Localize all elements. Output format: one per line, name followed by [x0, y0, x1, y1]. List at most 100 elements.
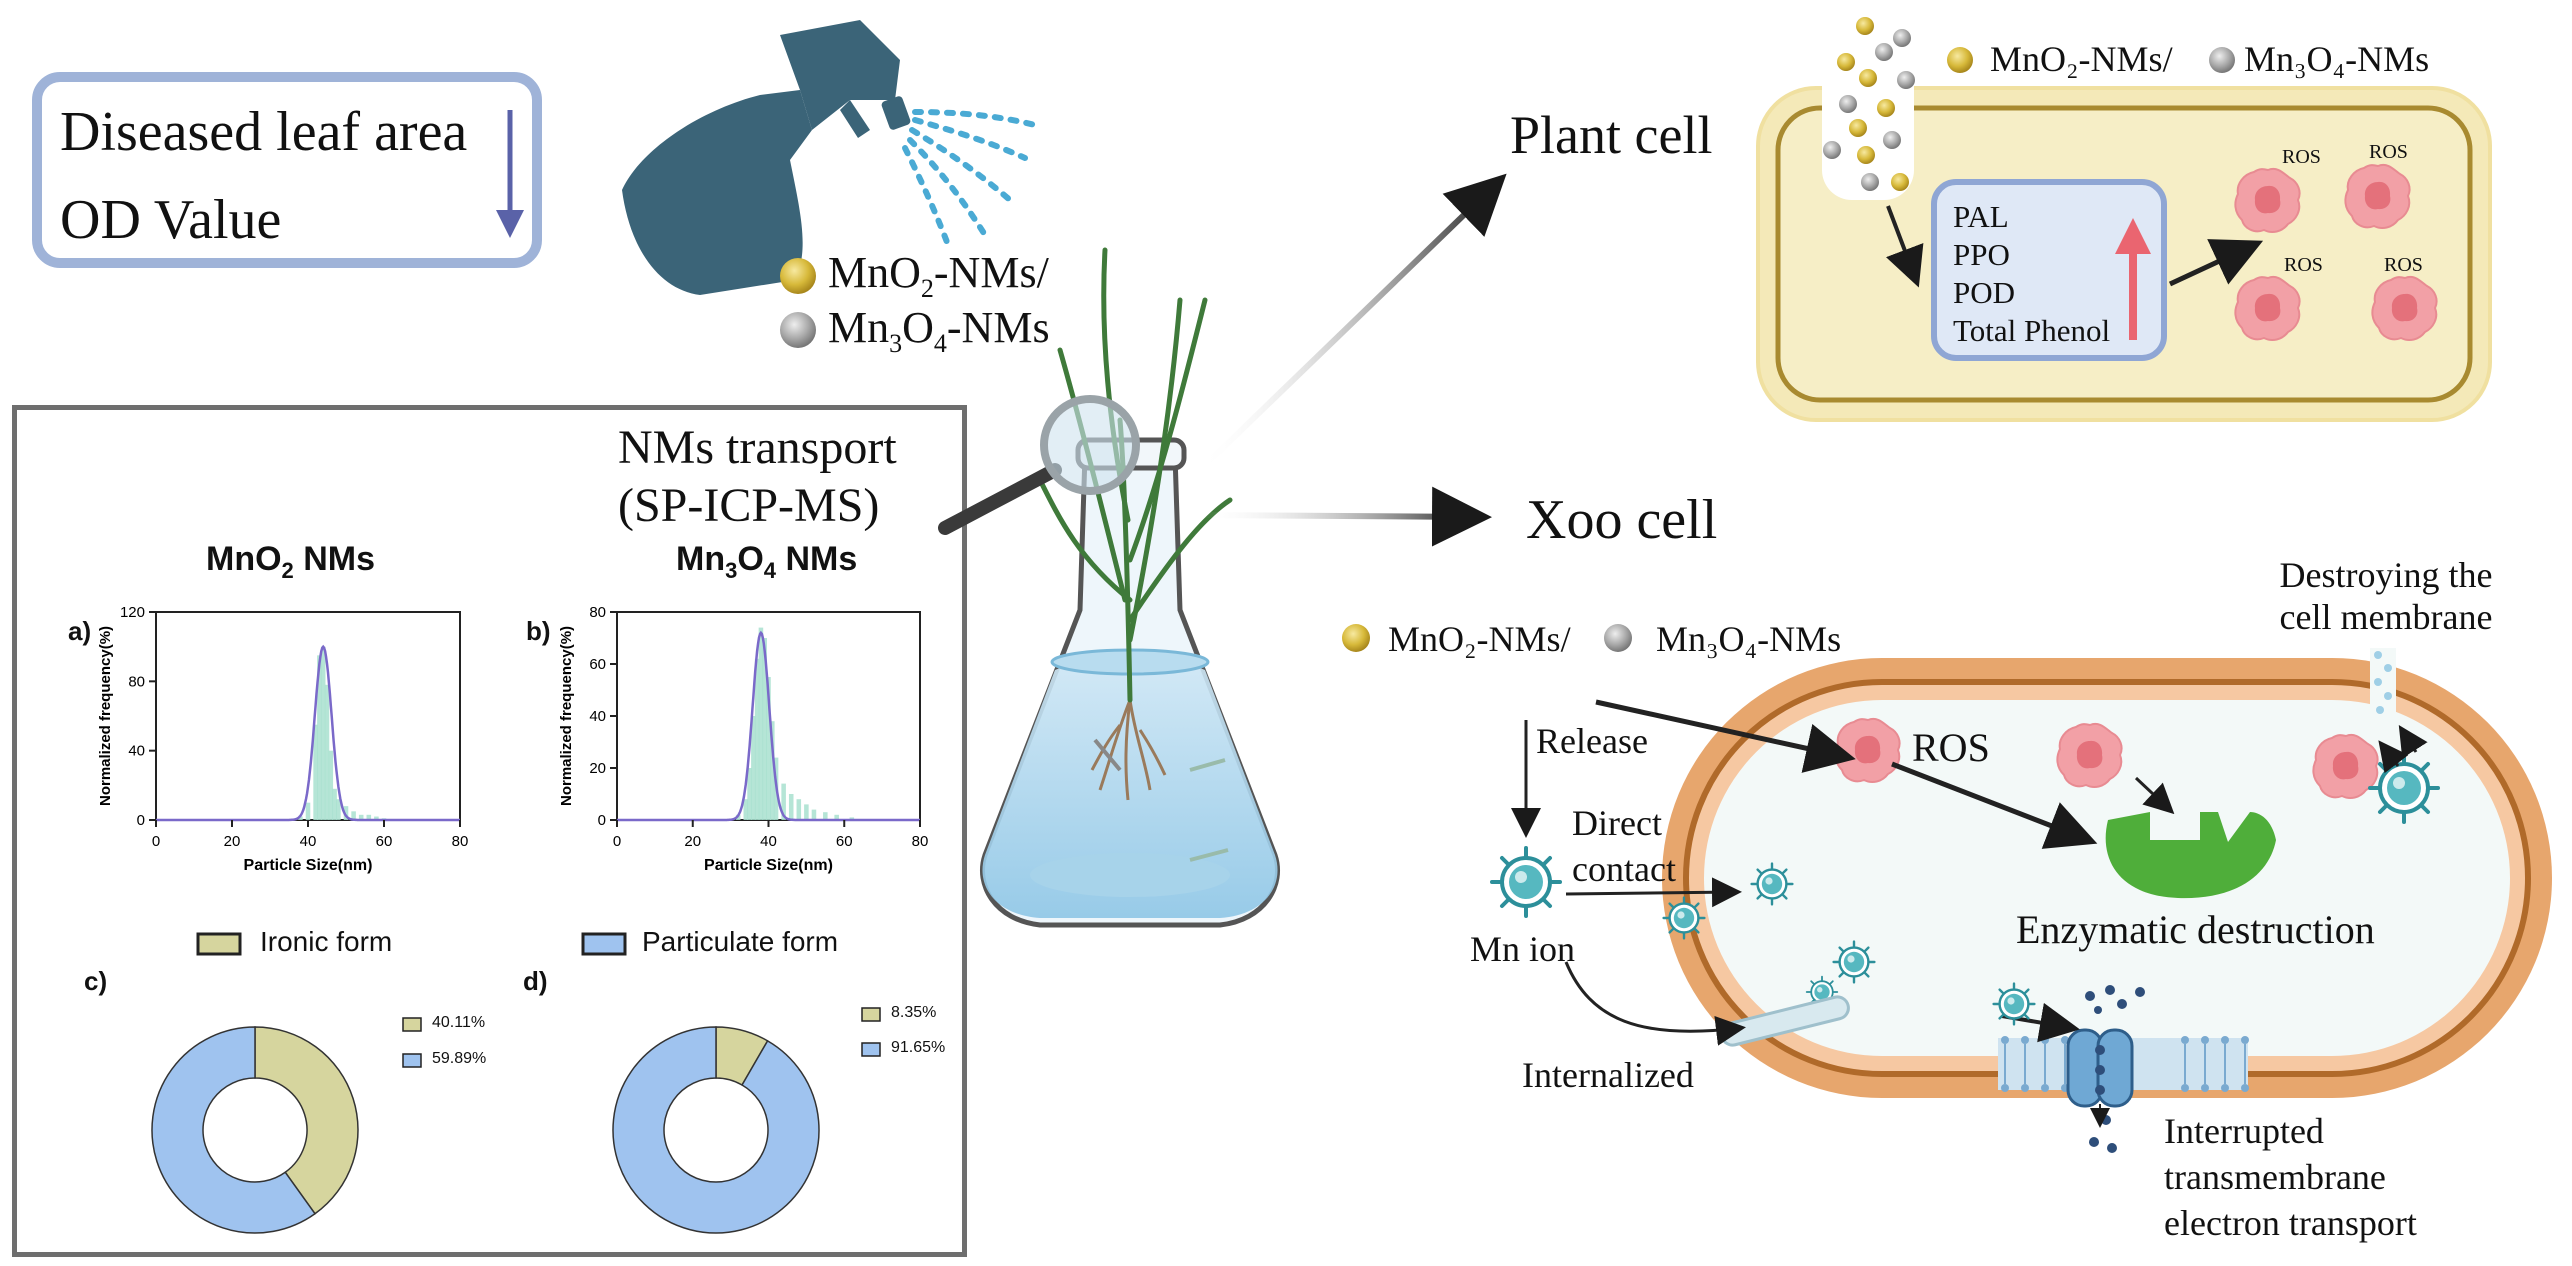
x-tick-label: 40: [300, 833, 317, 850]
hist-bar: [834, 814, 839, 820]
destroying-membrane-line-1: Destroying the: [2279, 555, 2493, 595]
hist-bar: [762, 638, 767, 820]
hist-bar: [351, 811, 356, 820]
xoo-legend-mno2-icon: [1342, 624, 1370, 652]
plant-legend-mno2-icon: [1947, 47, 1973, 73]
x-tick-label: 20: [684, 833, 701, 850]
plant-legend-mn3o4: Mn₃O₄-NMs: [2244, 39, 2430, 79]
hist-bar: [766, 677, 771, 820]
hist-bar: [823, 812, 828, 820]
hist-bar: [811, 809, 817, 820]
xoo-ros-label: ROS: [1912, 725, 1990, 770]
hist-bar: [849, 817, 855, 820]
y-axis-label: Normalized frequency(%): [97, 626, 114, 806]
pie-d-value-1: 8.35%: [891, 1004, 937, 1021]
mn-ion-label: Mn ion: [1470, 929, 1576, 969]
hist-bar: [796, 799, 802, 820]
fit-curve: [617, 630, 920, 822]
donut-mn3o4: [612, 1026, 820, 1234]
legend-c-particulate-swatch: [402, 1053, 422, 1068]
arrow-to-plant-cell: [1197, 173, 1507, 473]
hist-bar: [366, 814, 372, 820]
legend-d-ionic-swatch: [861, 1007, 881, 1022]
hist-bar: [298, 816, 303, 820]
xoo-legend-mn3o4-icon: [1604, 624, 1632, 652]
x-tick-label: 80: [912, 833, 929, 850]
mno2-particle-icon: [780, 258, 816, 294]
destroying-membrane-line-2: cell membrane: [2279, 597, 2493, 637]
plant-legend-mno2: MnO₂-NMs/: [1990, 39, 2173, 79]
chart-a-title: MnO2 NMs: [206, 540, 376, 583]
marker-pod: POD: [1953, 275, 2016, 310]
electron-transport-line-1: Interrupted: [2164, 1111, 2324, 1151]
increase-arrow-icon: [2115, 218, 2151, 340]
x-tick-label: 0: [152, 833, 160, 850]
plant-cell-particles: [1823, 17, 1915, 191]
outcome-od-value: OD Value: [60, 189, 282, 251]
y-tick-label: 40: [589, 708, 606, 725]
plant-markers-list: PAL PPO POD Total Phenol: [1953, 198, 2110, 350]
pie-d-value-2: 91.65%: [891, 1039, 946, 1056]
destroying-membrane-label: Destroying the cell membrane: [2254, 554, 2518, 638]
electron-transport-line-3: electron transport: [2164, 1203, 2417, 1243]
y-tick-label: 0: [137, 812, 145, 829]
panel-label-a: a): [68, 616, 92, 646]
hist-bar: [770, 721, 775, 820]
sp-icp-ms-label: (SP-ICP-MS): [618, 479, 880, 532]
x-axis-label: Particle Size(nm): [244, 857, 373, 874]
donut-slice: [254, 1026, 359, 1215]
hist-bar: [313, 724, 318, 820]
panel-label-b: b): [526, 616, 551, 646]
direct-contact-label-1: Direct: [1572, 803, 1662, 843]
spray-mn3o4-label: Mn3O4-NMs: [828, 303, 1050, 358]
enzyme-icon: [2105, 812, 2276, 899]
electron-transport-label: Interrupted transmembrane electron trans…: [2164, 1108, 2417, 1246]
plant-ros-label-4: ROS: [2384, 254, 2423, 276]
mn3o4-particle-icon: [780, 312, 816, 348]
hist-bar: [328, 750, 334, 820]
legend-ionic-swatch: [196, 932, 242, 956]
y-tick-label: 80: [128, 673, 145, 690]
plant-ros-label-3: ROS: [2284, 254, 2323, 276]
hist-bar: [374, 816, 379, 820]
x-tick-label: 0: [613, 833, 621, 850]
electron-transport-line-2: transmembrane: [2164, 1157, 2386, 1197]
decrease-arrow-icon: [496, 110, 524, 238]
hist-bar: [788, 794, 794, 820]
plant-legend-mn3o4-icon: [2209, 47, 2235, 73]
hist-bar: [324, 684, 330, 820]
magnifier-icon: [938, 395, 1140, 535]
fit-curve: [156, 644, 460, 822]
xoo-cell: [1490, 648, 2552, 1153]
hist-bar: [317, 655, 322, 820]
characterization-panel: [12, 405, 967, 1257]
y-tick-label: 0: [598, 812, 606, 829]
y-tick-label: 120: [120, 604, 145, 621]
legend-d-particulate-swatch: [861, 1042, 881, 1057]
donut-slice: [612, 1026, 820, 1234]
xoo-legend-mn3o4: Mn₃O₄-NMs: [1656, 619, 1842, 659]
hist-bar: [804, 804, 809, 820]
flask-plant-icon: [979, 247, 1281, 928]
hist-bar: [358, 814, 364, 820]
hist-bar: [305, 802, 311, 820]
hist-bar: [336, 799, 341, 820]
x-tick-label: 40: [760, 833, 777, 850]
spray-mno2-label: MnO2-NMs/: [828, 248, 1049, 303]
x-axis-label: Particle Size(nm): [704, 857, 833, 874]
pie-c-value-2: 59.89%: [432, 1050, 487, 1067]
outcome-diseased-area: Diseased leaf area: [60, 101, 468, 163]
legend-particulate-swatch: [581, 932, 627, 956]
xoo-legend-mno2: MnO₂-NMs/: [1388, 619, 1571, 659]
nms-transport-label: NMs transport: [618, 421, 897, 474]
hist-bar: [781, 783, 786, 820]
chart-b-title: Mn3O4 NMs: [676, 540, 858, 583]
y-tick-label: 60: [589, 656, 606, 673]
enzymatic-destruction-label: Enzymatic destruction: [2016, 907, 2375, 952]
arrow-to-xoo-cell: [1199, 486, 1492, 547]
panel-label-c: c): [84, 966, 108, 996]
membrane-channel-icon: [2066, 1028, 2134, 1108]
donut-mno2: [151, 1026, 359, 1234]
internalized-label: Internalized: [1522, 1055, 1694, 1095]
